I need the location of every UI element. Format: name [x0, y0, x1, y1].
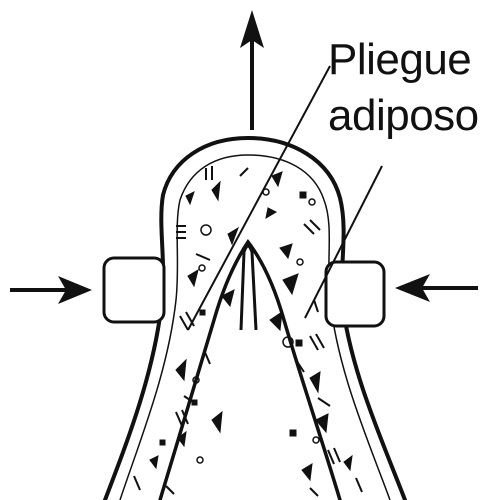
skinfold-label: Pliegue adiposo — [328, 32, 479, 144]
label-line-1: Pliegue — [328, 32, 479, 88]
skinfold-inner-contour — [160, 242, 340, 500]
caliper-pad-right — [326, 262, 384, 326]
arrow-up-icon — [240, 10, 264, 130]
caliper-pad-left — [104, 258, 164, 322]
fold-cleft — [241, 246, 256, 330]
arrow-right-icon — [395, 274, 478, 302]
fat-layer-line-left — [120, 155, 248, 500]
label-line-2: adiposo — [328, 88, 479, 144]
leader-line-1 — [188, 66, 330, 330]
arrow-left-icon — [10, 276, 92, 304]
